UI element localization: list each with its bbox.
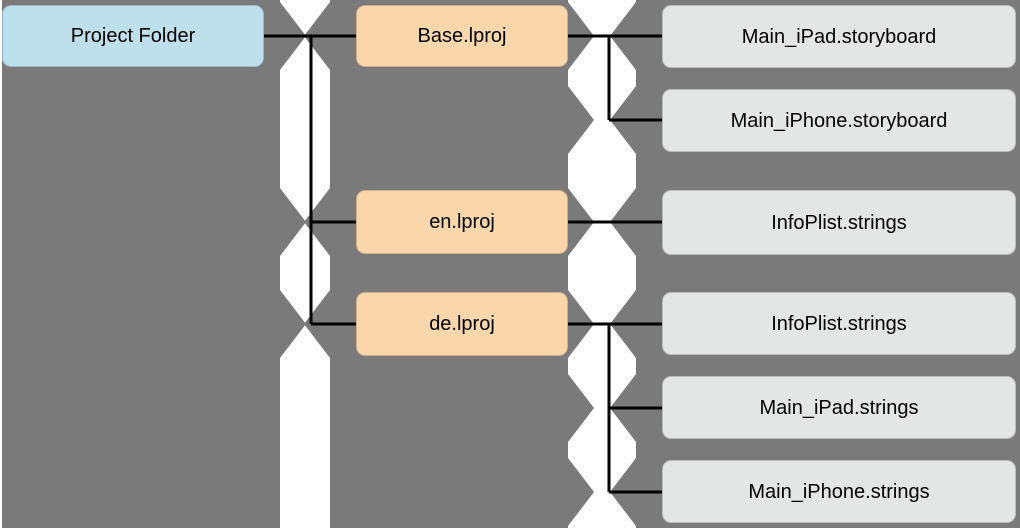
node-base-lproj-label: Base.lproj — [417, 25, 507, 47]
node-main-iphone-storyboard-label: Main_iPhone.storyboard — [730, 109, 948, 132]
node-infoplist-strings-en-label: InfoPlist.strings — [771, 211, 907, 234]
node-main-ipad-strings[interactable]: Main_iPad.strings — [662, 376, 1016, 439]
node-main-ipad-storyboard-label: Main_iPad.storyboard — [741, 25, 937, 48]
lproj-column-band — [304, 0, 594, 528]
node-infoplist-strings-de-label: InfoPlist.strings — [771, 312, 907, 335]
node-en-lproj-label: en.lproj — [429, 211, 495, 233]
node-base-lproj[interactable]: Base.lproj — [356, 5, 568, 67]
node-de-lproj[interactable]: de.lproj — [356, 292, 568, 356]
node-main-iphone-storyboard[interactable]: Main_iPhone.storyboard — [662, 89, 1016, 152]
node-infoplist-strings-en[interactable]: InfoPlist.strings — [662, 190, 1016, 255]
project-folder-column-band — [2, 0, 306, 528]
resource-files-column-band — [610, 0, 1020, 528]
node-en-lproj[interactable]: en.lproj — [356, 190, 568, 254]
node-main-ipad-strings-label: Main_iPad.strings — [759, 396, 919, 419]
node-de-lproj-label: de.lproj — [429, 313, 495, 335]
node-main-iphone-strings[interactable]: Main_iPhone.strings — [662, 460, 1016, 523]
node-project-folder[interactable]: Project Folder — [2, 5, 264, 67]
node-infoplist-strings-de[interactable]: InfoPlist.strings — [662, 292, 1016, 355]
node-main-ipad-storyboard[interactable]: Main_iPad.storyboard — [662, 5, 1016, 68]
node-main-iphone-strings-label: Main_iPhone.strings — [748, 480, 930, 503]
node-project-folder-label: Project Folder — [70, 25, 196, 47]
